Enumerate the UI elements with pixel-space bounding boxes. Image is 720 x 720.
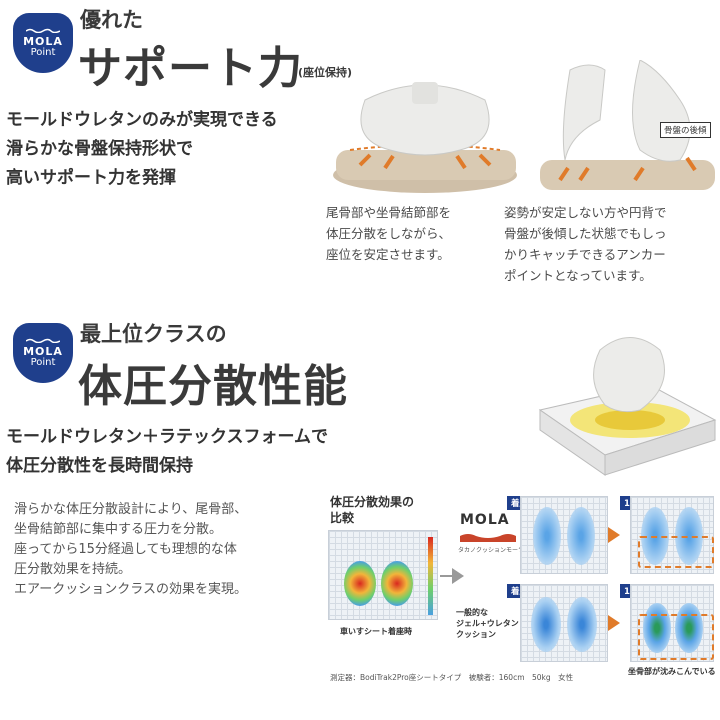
badge-sublabel: Point	[30, 356, 56, 368]
wave-icon	[26, 338, 60, 343]
comparison-title: 体圧分散効果の 比較	[330, 495, 415, 525]
color-scale	[428, 537, 433, 615]
pressure-blob	[567, 597, 597, 652]
badge-label: MOLA	[23, 344, 63, 358]
mola-sub-label: タカノクッションモーラ	[458, 547, 525, 554]
sink-label: 坐骨部が沈みこんでいる	[628, 667, 716, 676]
arrow-right-icon	[452, 568, 464, 584]
mola-cushion-icon	[460, 534, 516, 542]
arrow-right-icon	[608, 527, 620, 543]
pressure-blob	[675, 603, 703, 653]
section2-title-small: 最上位クラスの	[80, 322, 227, 346]
pelvis-tilt-label: 骨盤の後傾	[660, 122, 711, 138]
cushion-pressure-illustration	[538, 337, 717, 476]
section1-title-big: サポート力	[78, 43, 303, 94]
measurement-footnote: 測定器：BodiTrak2Pro座シートタイプ 被験者：160cm 50kg 女…	[330, 673, 574, 682]
highlight-box	[638, 536, 714, 568]
pressure-blob	[567, 507, 595, 565]
section2-body: 滑らかな体圧分散設計により、尾骨部、 坐骨結節部に集中する圧力を分散。 座ってか…	[14, 502, 248, 597]
arrow-line	[440, 575, 454, 577]
pressure-blob	[531, 597, 561, 652]
section1-lead: モールドウレタンのみが実現できる 滑らかな骨盤保持形状で 高いサポート力を発揮	[6, 110, 278, 188]
badge-label: MOLA	[23, 34, 63, 48]
pressure-blob	[344, 561, 376, 606]
generic-cushion-label: 一般的な ジェル+ウレタン クッション	[456, 608, 519, 639]
section1-title-sub: (座位保持)	[298, 66, 353, 79]
wheelchair-label: 車いすシート着座時	[340, 627, 412, 636]
section1-title-small: 優れた	[80, 8, 143, 32]
section2-title-big: 体圧分散性能	[78, 361, 348, 412]
mola-point-badge: MOLA Point	[13, 13, 73, 73]
pressure-blob	[381, 561, 413, 606]
caption-left: 尾骨部や坐骨結節部を 体圧分散をしながら、 座位を安定させます。	[326, 205, 452, 262]
caption-right: 姿勢が安定しない方や円背で 骨盤が後傾した状態でもしっ かりキャッチできるアンカ…	[504, 205, 667, 283]
arrow-right-icon	[608, 615, 620, 631]
wheelchair-heatmap	[328, 530, 438, 620]
mola-seated-heatmap	[520, 496, 608, 574]
generic-seated-heatmap	[520, 584, 608, 662]
mola-logo: MOLA	[460, 512, 510, 528]
mola-point-badge-2: MOLA Point	[13, 323, 73, 383]
wave-icon	[26, 28, 60, 33]
generic-15min-heatmap	[630, 584, 714, 662]
pressure-blob	[643, 603, 671, 653]
section2-lead: モールドウレタン＋ラテックスフォームで 体圧分散性を長時間保持	[6, 427, 328, 476]
pelvis-support-illustration	[333, 82, 517, 193]
pressure-blob	[533, 507, 561, 565]
highlight-box	[638, 614, 714, 660]
badge-sublabel: Point	[30, 46, 56, 58]
